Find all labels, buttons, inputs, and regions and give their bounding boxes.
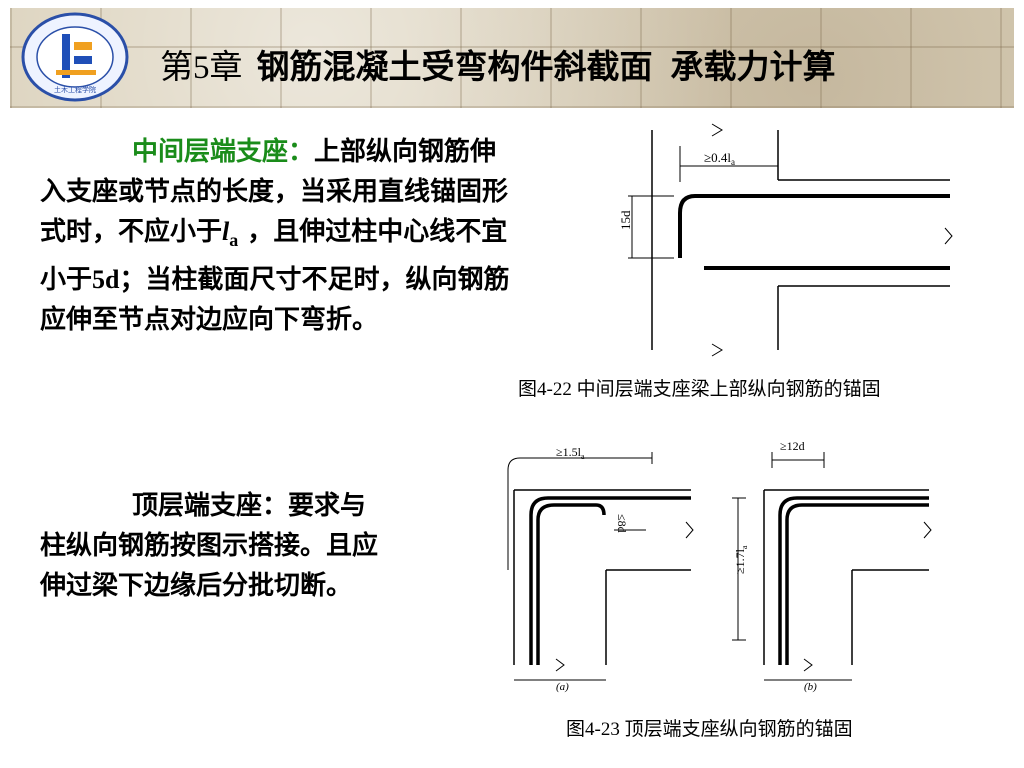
page-title: 第5章钢筋混凝土受弯构件斜截面承载力计算 xyxy=(160,40,836,88)
fig1-dim-side: 15d xyxy=(618,210,633,230)
title-main: 钢筋混凝土受弯构件斜截面 xyxy=(256,47,653,86)
title-sub: 承载力计算 xyxy=(670,47,836,86)
header-banner xyxy=(10,8,1014,108)
school-logo: 土木工程学院 xyxy=(21,12,129,102)
fig1-caption: 图4-22 中间层端支座梁上部纵向钢筋的锚固 xyxy=(518,379,881,400)
fig1-dim-top: ≥0.4la xyxy=(704,150,735,167)
heading-middle-support: 中间层端支座： xyxy=(132,137,315,167)
fig2-caption: 图4-23 顶层端支座纵向钢筋的锚固 xyxy=(566,719,853,740)
figure-4-23b: ≥12d ≥1.7la (b) xyxy=(732,440,932,693)
fig2b-label: (b) xyxy=(804,681,817,693)
paragraph-top-support: 顶层端支座：要求与柱纵向钢筋按图示搭接。且应伸过梁下边缘后分批切断。 xyxy=(40,491,379,601)
fig2b-dim-side: ≥1.7la xyxy=(733,545,749,574)
fig2b-dim-top: ≥12d xyxy=(780,440,805,453)
fig2a-dim-top: ≥1.5la xyxy=(556,445,585,461)
paragraph-middle-support: 中间层端支座：上部纵向钢筋伸入支座或节点的长度，当采用直线锚固形式时，不应小于l… xyxy=(40,137,510,336)
figure-4-22: ≥0.4la 15d xyxy=(618,123,953,357)
fig2a-label: (a) xyxy=(556,681,569,693)
fig2a-dim-side: ≤8d xyxy=(615,514,629,533)
logo-text: 土木工程学院 xyxy=(54,85,96,94)
figure-4-23a: ≥1.5la ≤8d (a) xyxy=(507,445,694,693)
chapter-label: 第5章 xyxy=(160,50,243,86)
